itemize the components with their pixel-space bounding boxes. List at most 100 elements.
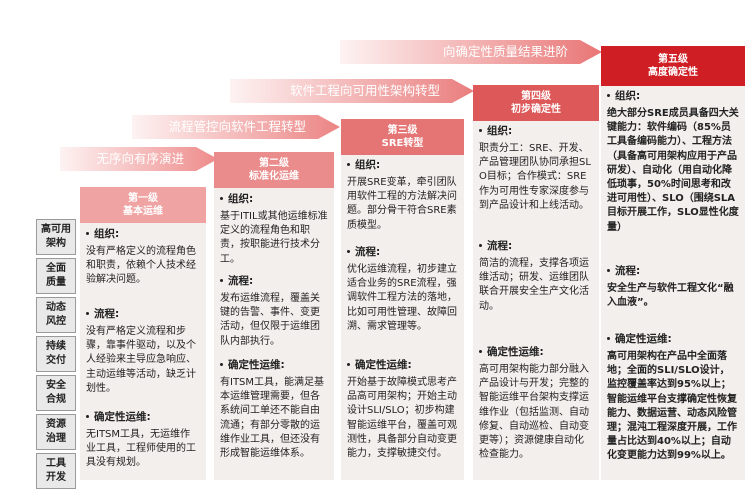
section-title: 组织: [479,124,593,138]
level-body: 组织: 没有严格定义的流程角色和职责，依赖个人技术经验解决问题。流程:没有严格定义… [80,223,206,480]
sidebar-label: 工具 开发 [46,458,66,483]
section-title-text: 组织: [615,90,641,102]
sidebar-label: 资源 治理 [46,419,66,444]
section-title: 确定性运维: [347,358,458,372]
section-title-text: 流程: [94,308,120,320]
level-section: 确定性运维: 高可用架构能力部分融入产品设计与开发；完整的智能运维平台架构支撑运维… [479,345,593,462]
level-column: 第二级标准化运维组织: 基于ITIL或其他运维标准定义的流程角色和职责，按职能进行… [214,0,334,480]
section-title: 确定性运维: [607,332,739,346]
section-text: 无ITSM工具，无运维作业工具，工程师使用的工具没有规划。 [86,429,196,469]
sidebar-label: 安全 合规 [46,380,66,405]
section-title: 组织: [86,227,200,241]
section-title: 确定性运维: [220,358,328,372]
section-title-text: 组织: [228,193,254,205]
section-text: 职责分工：SRE、开发、产品管理团队协同承担SLO目标；合作模式：SRE作为可用… [479,143,591,211]
bullet-icon [220,278,223,282]
section-text: 高可用架构能力部分融入产品设计与开发；完整的智能运维平台架构支撑运维作业（包括监… [479,364,589,461]
level-name: 初步确定性 [511,104,561,115]
level-number: 第五级 [658,54,688,65]
level-number: 第二级 [259,158,289,169]
level-section: 组织: 基于ITIL或其他运维标准定义的流程角色和职责，按职能进行技术分工。 [220,192,328,267]
level-number: 第四级 [521,91,551,102]
level-number: 第三级 [387,125,418,136]
section-title-text: 组织: [355,159,381,171]
section-title: 组织: [347,158,458,172]
sidebar-item: 高可用 架构 [36,219,76,255]
sidebar-item: 全面 质量 [36,258,76,294]
bullet-icon [347,249,350,253]
level-section: 流程: 安全生产与软件工程文化“融入血液”。 [607,264,739,310]
level-column: 第一级基本运维组织: 没有严格定义的流程角色和职责，依赖个人技术经验解决问题。流程… [80,0,206,480]
section-text: 高可用架构在产品中全面落地；全面的SLI/SLO设计，监控覆盖率达到95%以上；… [607,351,737,462]
section-title-text: 确定性运维: [228,359,285,371]
section-text: 开展SRE变革，牵引团队用软件工程的方法解决问题。部分骨干符合SRE素质模型。 [347,177,457,231]
section-title: 流程: [607,264,739,278]
level-section: 流程:优化运维流程，初步建立适合业务的SRE流程，强调软件工程方法的落地，比如可… [347,245,458,334]
bullet-icon [220,362,223,366]
section-title-text: 确定性运维: [615,333,672,345]
bullet-icon [479,128,482,132]
section-title-text: 组织: [94,228,120,240]
level-header: 第二级标准化运维 [214,152,334,188]
level-body: 组织: 基于ITIL或其他运维标准定义的流程角色和职责，按职能进行技术分工。流程:… [214,188,334,480]
bullet-icon [86,311,89,315]
section-text: 安全生产与软件工程文化“融入血液”。 [607,283,734,309]
bullet-icon [347,362,350,366]
bullet-icon [607,93,610,97]
stage-arrow-2: 流程管控向软件工程转型 [132,115,340,139]
level-body: 组织:绝大部分SRE成员具备四大关键能力：软件编码（85%员工具备编码能力）、工… [601,86,745,480]
level-section: 确定性运维: 高可用架构在产品中全面落地；全面的SLI/SLO设计，监控覆盖率达到… [607,332,739,464]
level-section: 流程:简洁的流程，支撑各项运维活动；研发、运维团队联合开展安全生产文化活动。 [479,239,593,314]
bullet-icon [607,268,610,272]
level-body: 组织: 开展SRE变革，牵引团队用软件工程的方法解决问题。部分骨干符合SRE素质模… [341,155,464,480]
bullet-icon [479,243,482,247]
section-title: 流程: [220,274,328,288]
section-text: 开始基于故障模式思考产品高可用架构；开始主动设计SLI/SLO；初步构建智能运维… [347,377,457,460]
level-name: 标准化运维 [249,171,299,182]
sidebar-item: 资源 治理 [36,414,76,450]
level-header: 第五级高度确定性 [601,46,745,86]
stage-arrow-4: 向确定性质量结果进阶 [340,40,602,64]
bullet-icon [86,414,89,418]
section-title: 流程: [347,245,458,259]
sidebar-item: 动态 风控 [36,297,76,333]
level-column: 第四级初步确定性组织: 职责分工：SRE、开发、产品管理团队协同承担SLO目标；合… [473,0,599,480]
bullet-icon [607,336,610,340]
level-header: 第四级初步确定性 [473,85,599,121]
section-text: 简洁的流程，支撑各项运维活动；研发、运维团队联合开展安全生产文化活动。 [479,258,589,312]
sidebar-label: 高可用 架构 [41,224,71,249]
level-number: 第一级 [128,193,158,204]
section-title-text: 流程: [615,265,641,277]
section-text: 没有严格定义的流程角色和职责，依赖个人技术经验解决问题。 [86,246,196,286]
section-text: 发布运维流程，覆盖关键的告警、事件、变更活动，但仅限于运维团队内部执行。 [220,293,320,347]
level-section: 确定性运维:有ITSM工具，能满足基本运维管理需要，但各系统间工单还不能自由流通… [220,358,328,461]
level-section: 确定性运维: 无ITSM工具，无运维作业工具，工程师使用的工具没有规划。 [86,410,200,471]
sidebar-label: 持续 交付 [46,341,66,366]
bullet-icon [347,162,350,166]
section-title: 组织: [220,192,328,206]
section-title: 流程: [86,307,200,321]
section-title-text: 确定性运维: [94,411,151,423]
stage-arrow-label: 向确定性质量结果进阶 [442,44,568,59]
section-title-text: 确定性运维: [487,346,544,358]
level-section: 组织: 开展SRE变革，牵引团队用软件工程的方法解决问题。部分骨干符合SRE素质模… [347,158,458,233]
level-body: 组织: 职责分工：SRE、开发、产品管理团队协同承担SLO目标；合作模式：SRE作… [473,121,599,480]
level-name: 高度确定性 [648,67,698,78]
bullet-icon [220,196,223,200]
level-name: 基本运维 [123,206,163,217]
section-title: 组织: [607,89,739,103]
stage-arrow-label: 软件工程向可用性架构转型 [289,83,440,98]
bullet-icon [86,231,89,235]
stage-arrow-label: 流程管控向软件工程转型 [168,119,306,134]
level-section: 组织: 职责分工：SRE、开发、产品管理团队协同承担SLO目标；合作模式：SRE作… [479,124,593,213]
section-text: 基于ITIL或其他运维标准定义的流程角色和职责，按职能进行技术分工。 [220,211,328,265]
level-section: 流程:没有严格定义流程和步骤，靠事件驱动，以及个人经验来主导应急响应、主动运维等… [86,307,200,396]
level-section: 组织:绝大部分SRE成员具备四大关键能力：软件编码（85%员工具备编码能力）、工… [607,89,739,235]
level-section: 流程: 发布运维流程，覆盖关键的告警、事件、变更活动，但仅限于运维团队内部执行。 [220,274,328,349]
section-title-text: 组织: [487,125,513,137]
section-title-text: 流程: [355,246,381,258]
stage-arrow-1: 无序向有序演进 [60,147,218,171]
stage-arrow-label: 无序向有序演进 [96,151,184,166]
level-column: 第五级高度确定性组织:绝大部分SRE成员具备四大关键能力：软件编码（85%员工具… [601,0,745,480]
